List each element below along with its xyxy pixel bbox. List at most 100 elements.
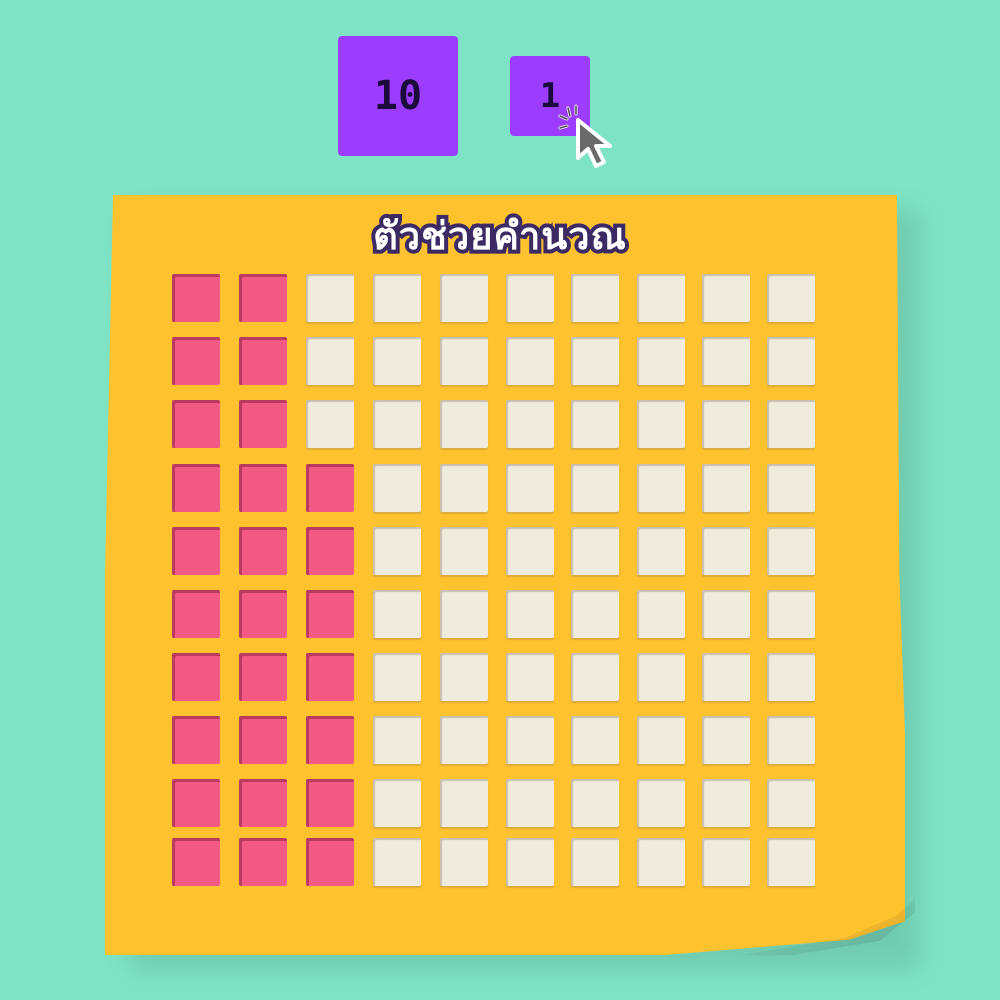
- grid-cell-empty[interactable]: [767, 779, 815, 827]
- grid-cell-filled[interactable]: [239, 779, 287, 827]
- grid-cell-empty[interactable]: [440, 779, 488, 827]
- grid-cell-empty[interactable]: [506, 590, 554, 638]
- grid-cell-filled[interactable]: [172, 274, 220, 322]
- grid-cell-empty[interactable]: [506, 838, 554, 886]
- grid-cell-empty[interactable]: [373, 716, 421, 764]
- grid-cell-empty[interactable]: [440, 464, 488, 512]
- grid-cell-filled[interactable]: [239, 400, 287, 448]
- grid-cell-empty[interactable]: [571, 464, 619, 512]
- grid-cell-empty[interactable]: [767, 716, 815, 764]
- grid-cell-empty[interactable]: [702, 838, 750, 886]
- grid-cell-empty[interactable]: [373, 590, 421, 638]
- grid-cell-empty[interactable]: [373, 400, 421, 448]
- grid-cell-empty[interactable]: [506, 779, 554, 827]
- grid-cell-filled[interactable]: [239, 590, 287, 638]
- grid-cell-empty[interactable]: [506, 337, 554, 385]
- grid-cell-empty[interactable]: [637, 464, 685, 512]
- grid-cell-filled[interactable]: [172, 464, 220, 512]
- grid-cell-empty[interactable]: [440, 653, 488, 701]
- grid-cell-empty[interactable]: [571, 838, 619, 886]
- grid-cell-empty[interactable]: [767, 274, 815, 322]
- grid-cell-filled[interactable]: [172, 653, 220, 701]
- grid-cell-empty[interactable]: [306, 274, 354, 322]
- grid-cell-empty[interactable]: [571, 653, 619, 701]
- grid-cell-filled[interactable]: [306, 779, 354, 827]
- grid-cell-empty[interactable]: [767, 400, 815, 448]
- grid-cell-empty[interactable]: [506, 274, 554, 322]
- grid-cell-empty[interactable]: [373, 274, 421, 322]
- grid-cell-filled[interactable]: [172, 527, 220, 575]
- grid-cell-empty[interactable]: [571, 337, 619, 385]
- grid-cell-empty[interactable]: [571, 400, 619, 448]
- grid-cell-empty[interactable]: [702, 716, 750, 764]
- grid-cell-empty[interactable]: [440, 590, 488, 638]
- grid-cell-filled[interactable]: [306, 716, 354, 764]
- grid-cell-empty[interactable]: [637, 400, 685, 448]
- grid-cell-empty[interactable]: [767, 464, 815, 512]
- grid-cell-empty[interactable]: [506, 400, 554, 448]
- grid-cell-empty[interactable]: [702, 527, 750, 575]
- grid-cell-empty[interactable]: [440, 274, 488, 322]
- grid-cell-empty[interactable]: [702, 400, 750, 448]
- grid-cell-empty[interactable]: [702, 779, 750, 827]
- grid-cell-filled[interactable]: [172, 838, 220, 886]
- grid-cell-empty[interactable]: [767, 337, 815, 385]
- grid-cell-filled[interactable]: [172, 590, 220, 638]
- grid-cell-empty[interactable]: [702, 337, 750, 385]
- grid-cell-empty[interactable]: [506, 716, 554, 764]
- grid-cell-empty[interactable]: [440, 400, 488, 448]
- grid-cell-empty[interactable]: [571, 716, 619, 764]
- grid-cell-filled[interactable]: [172, 337, 220, 385]
- grid-cell-filled[interactable]: [306, 653, 354, 701]
- grid-cell-empty[interactable]: [767, 653, 815, 701]
- grid-cell-empty[interactable]: [440, 838, 488, 886]
- grid-cell-empty[interactable]: [637, 653, 685, 701]
- grid-cell-filled[interactable]: [306, 527, 354, 575]
- grid-cell-empty[interactable]: [571, 779, 619, 827]
- grid-cell-empty[interactable]: [702, 464, 750, 512]
- ten-tile-button[interactable]: 10: [338, 36, 458, 156]
- grid-cell-filled[interactable]: [239, 653, 287, 701]
- grid-cell-empty[interactable]: [637, 527, 685, 575]
- grid-cell-empty[interactable]: [440, 716, 488, 764]
- grid-cell-empty[interactable]: [440, 527, 488, 575]
- grid-cell-empty[interactable]: [440, 337, 488, 385]
- grid-cell-empty[interactable]: [373, 838, 421, 886]
- grid-cell-empty[interactable]: [702, 590, 750, 638]
- grid-cell-filled[interactable]: [239, 337, 287, 385]
- grid-cell-filled[interactable]: [172, 716, 220, 764]
- grid-cell-empty[interactable]: [373, 464, 421, 512]
- grid-cell-empty[interactable]: [571, 274, 619, 322]
- grid-cell-empty[interactable]: [767, 590, 815, 638]
- grid-cell-empty[interactable]: [373, 779, 421, 827]
- grid-cell-empty[interactable]: [306, 400, 354, 448]
- grid-cell-filled[interactable]: [306, 590, 354, 638]
- grid-cell-empty[interactable]: [506, 653, 554, 701]
- grid-cell-empty[interactable]: [373, 527, 421, 575]
- grid-cell-empty[interactable]: [702, 274, 750, 322]
- grid-cell-empty[interactable]: [506, 527, 554, 575]
- grid-cell-filled[interactable]: [239, 716, 287, 764]
- grid-cell-empty[interactable]: [373, 337, 421, 385]
- grid-cell-empty[interactable]: [637, 779, 685, 827]
- grid-cell-filled[interactable]: [239, 838, 287, 886]
- grid-cell-filled[interactable]: [306, 464, 354, 512]
- grid-cell-empty[interactable]: [637, 274, 685, 322]
- grid-cell-filled[interactable]: [172, 400, 220, 448]
- grid-cell-empty[interactable]: [637, 337, 685, 385]
- grid-cell-filled[interactable]: [239, 274, 287, 322]
- grid-cell-filled[interactable]: [172, 779, 220, 827]
- grid-cell-empty[interactable]: [637, 838, 685, 886]
- grid-cell-empty[interactable]: [306, 337, 354, 385]
- grid-cell-filled[interactable]: [239, 527, 287, 575]
- grid-cell-empty[interactable]: [637, 590, 685, 638]
- grid-cell-empty[interactable]: [767, 838, 815, 886]
- grid-cell-filled[interactable]: [306, 838, 354, 886]
- grid-cell-empty[interactable]: [637, 716, 685, 764]
- grid-cell-empty[interactable]: [571, 590, 619, 638]
- grid-cell-empty[interactable]: [506, 464, 554, 512]
- grid-cell-filled[interactable]: [239, 464, 287, 512]
- grid-cell-empty[interactable]: [767, 527, 815, 575]
- grid-cell-empty[interactable]: [702, 653, 750, 701]
- grid-cell-empty[interactable]: [571, 527, 619, 575]
